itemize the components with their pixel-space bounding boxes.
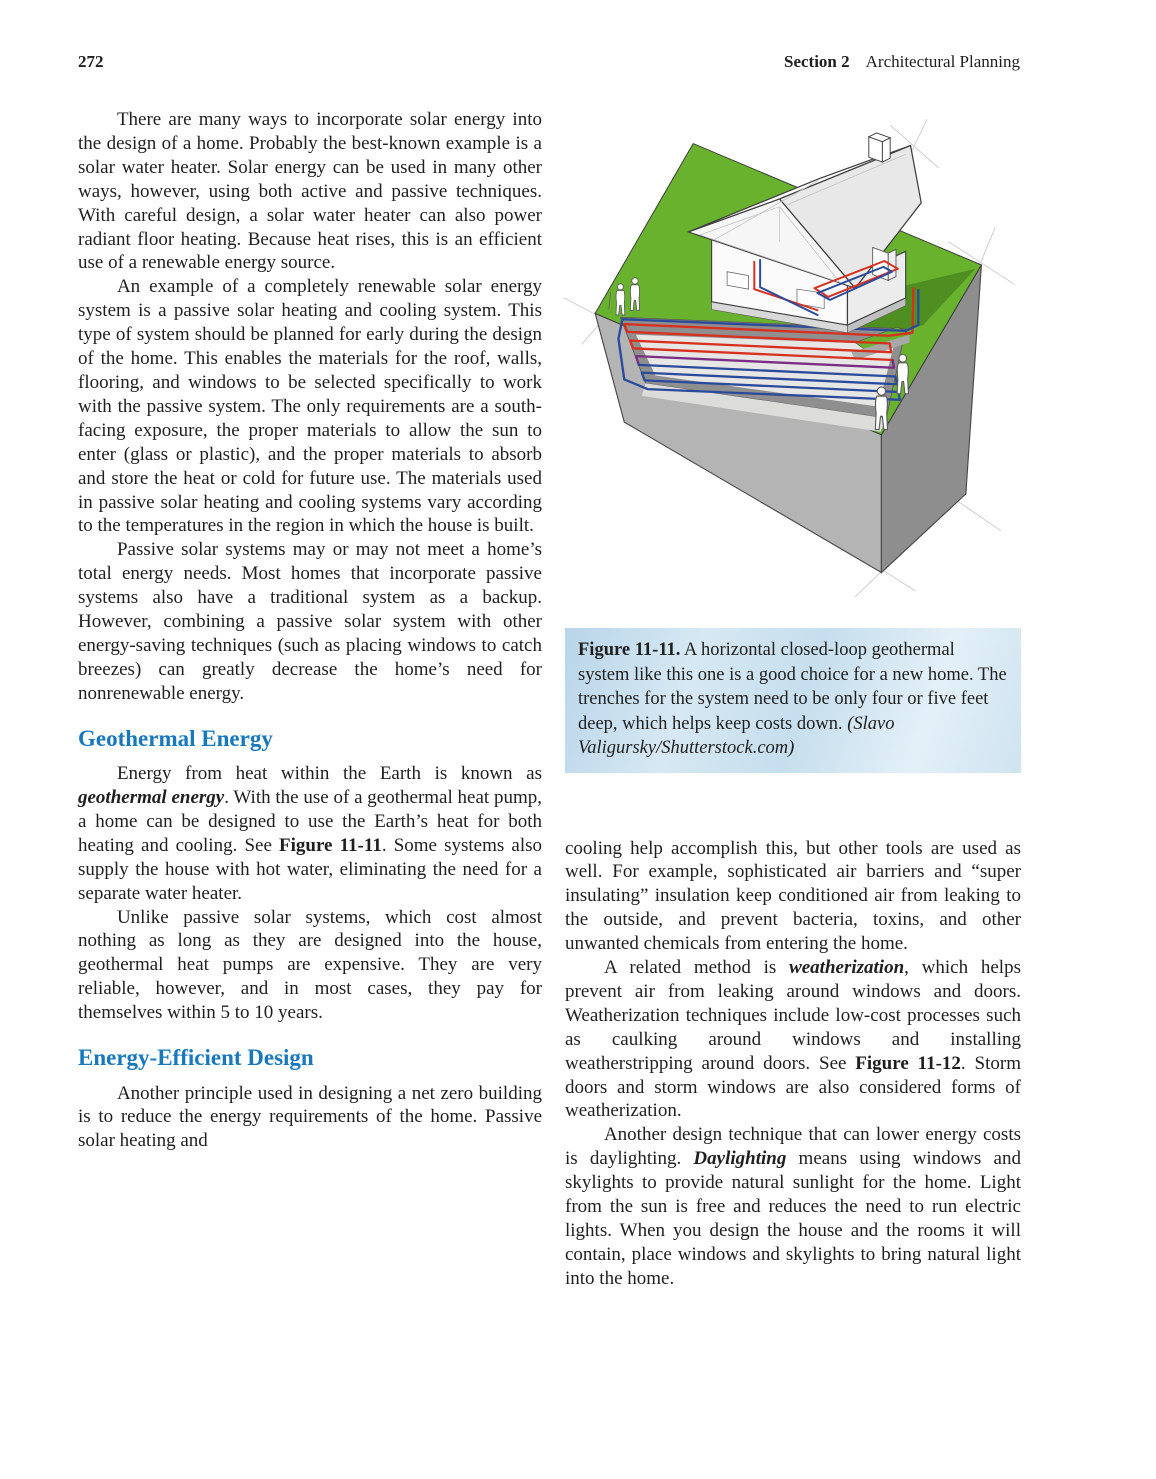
walking-stick <box>608 292 612 310</box>
text-segment: . With the use of a geothermal heat pump… <box>78 787 542 856</box>
paragraph: An example of a completely renewable sol… <box>78 275 542 538</box>
geothermal-illustration <box>559 98 1035 622</box>
figure-reference: Figure 11-12 <box>855 1052 961 1074</box>
figure-caption-label: Figure 11-11. <box>578 640 681 660</box>
right-column: Figure 11-11. A horizontal closed-loop g… <box>559 98 1035 1291</box>
pipe-middle-purple <box>634 354 896 369</box>
room-pipe-red <box>753 261 819 312</box>
text-segment: A related method is <box>603 957 790 979</box>
paragraph: Another principle used in designing a ne… <box>78 1082 542 1154</box>
paragraph: Another design technique that can lower … <box>565 1123 1021 1290</box>
section-title: Architectural Planning <box>865 52 1020 71</box>
floor-loop-red <box>813 260 899 298</box>
figure-caption-text: A horizontal closed-loop geothermal syst… <box>578 640 1007 734</box>
paragraph: A related method is weatherization, whic… <box>565 956 1021 1123</box>
figure-reference: Figure 11-11 <box>279 834 382 856</box>
text-segment: Passive solar systems may or may not mee… <box>78 539 542 704</box>
foundation-ledge <box>851 334 910 360</box>
roof-right-slope <box>778 144 922 290</box>
text-segment: An example of a completely renewable sol… <box>78 276 542 537</box>
heading-energy-efficient-design: Energy-Efficient Design <box>78 1045 314 1071</box>
text-segment: . Storm doors and storm windows are also… <box>565 1052 1021 1122</box>
people-figures <box>608 277 909 431</box>
interior-pipes <box>753 259 899 317</box>
room-pipe-blue <box>759 259 819 317</box>
text-segment: means using windows and skylights to pro… <box>565 1148 1021 1289</box>
wireframe-lines <box>698 153 906 284</box>
house <box>686 132 922 334</box>
paragraph: Unlike passive solar systems, which cost… <box>78 906 542 1026</box>
radiator <box>726 271 749 290</box>
text-segment: Another principle used in designing a ne… <box>78 1082 542 1152</box>
floor-loop-blue <box>816 265 894 301</box>
heading-geothermal-energy: Geothermal Energy <box>78 725 273 751</box>
page-number: 272 <box>78 52 104 71</box>
paragraph: There are many ways to incorporate solar… <box>78 108 542 275</box>
text-segment: Energy from heat within the Earth is kno… <box>116 763 542 785</box>
pipe-return-blue <box>617 288 920 401</box>
section-header: Section 2 Architectural Planning <box>784 52 1020 72</box>
text-segment: Another design technique that can lower … <box>565 1124 1021 1170</box>
paragraph: Energy from heat within the Earth is kno… <box>78 762 542 905</box>
text-segment: . Some systems also supply the house wit… <box>78 834 542 904</box>
left-column: There are many ways to incorporate solar… <box>78 108 542 1153</box>
chimney <box>867 132 892 163</box>
ground-loop-pipes <box>617 287 920 401</box>
text-segment: Unlike passive solar systems, which cost… <box>78 906 542 1024</box>
key-term: Daylighting <box>693 1148 787 1170</box>
right-column-text: cooling help accomplish this, but other … <box>565 837 1021 1291</box>
section-label: Section 2 <box>783 52 850 71</box>
page-header: 272 Section 2 Architectural Planning <box>78 52 1020 72</box>
text-segment: There are many ways to incorporate solar… <box>78 109 542 274</box>
pipe-supply-red <box>623 287 915 362</box>
figure-caption: Figure 11-11. A horizontal closed-loop g… <box>565 628 1021 773</box>
figure-credit: (Slavo Valigursky/Shutterstock.com) <box>578 713 895 759</box>
paragraph: Passive solar systems may or may not mee… <box>78 538 542 705</box>
text-segment: cooling help accomplish this, but other … <box>565 837 1021 955</box>
key-term: weatherization <box>789 957 905 979</box>
key-term: geothermal energy <box>78 787 225 808</box>
house-shadow <box>853 268 976 341</box>
text-segment: , which helps prevent air from leaking a… <box>565 957 1021 1074</box>
trench-rim-path <box>641 383 887 432</box>
paragraph: cooling help accomplish this, but other … <box>565 837 1021 957</box>
